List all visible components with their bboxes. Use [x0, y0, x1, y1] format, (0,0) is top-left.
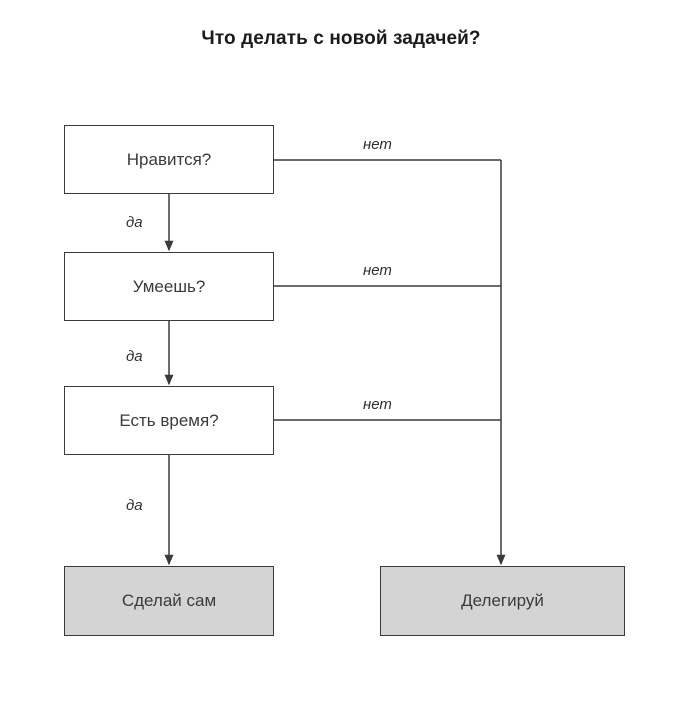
- node-time-label: Есть время?: [119, 410, 219, 430]
- node-delegate-label: Делегируй: [461, 591, 544, 610]
- node-can-label: Умеешь?: [132, 276, 206, 296]
- node-do-it-yourself[interactable]: Сделай сам: [64, 566, 274, 636]
- edge-label-can-no: нет: [363, 262, 392, 279]
- node-like[interactable]: Нравится?: [64, 125, 274, 194]
- node-like-label: Нравится?: [126, 149, 212, 169]
- edge-label-like-no: нет: [363, 136, 392, 153]
- edge-label-can-yes: да: [126, 348, 143, 365]
- edge-label-time-no: нет: [363, 396, 392, 413]
- page-title: Что делать с новой задачей?: [201, 28, 481, 49]
- node-delegate[interactable]: Делегируй: [380, 566, 625, 636]
- node-can[interactable]: Умеешь?: [64, 252, 274, 321]
- node-do-it-yourself-label: Сделай сам: [121, 591, 217, 610]
- node-time[interactable]: Есть время?: [64, 386, 274, 455]
- edge-label-time-yes: да: [126, 497, 143, 514]
- edge-label-like-yes: да: [126, 214, 143, 231]
